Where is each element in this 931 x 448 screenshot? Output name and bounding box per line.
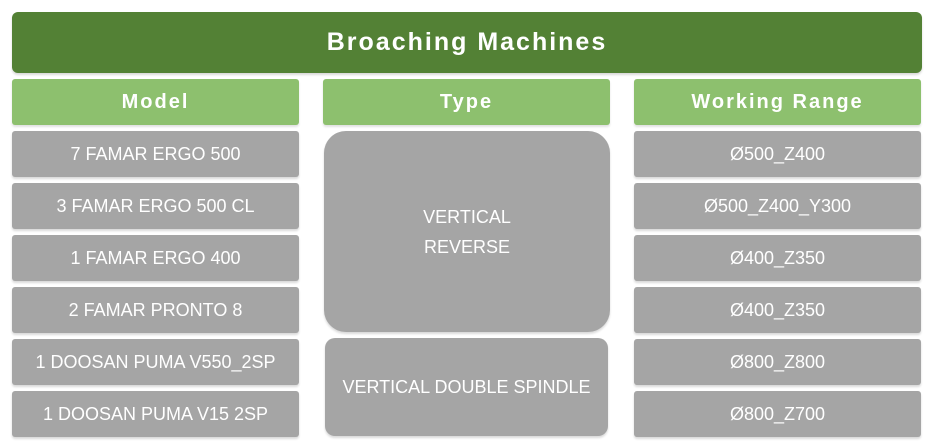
model-cell: 7 FAMAR ERGO 500: [12, 131, 299, 177]
working-range-header: Working Range: [634, 79, 921, 125]
range-cell: Ø400_Z350: [634, 235, 921, 281]
type-label-line: VERTICAL: [423, 206, 511, 227]
range-cell: Ø800_Z800: [634, 339, 921, 385]
type-cell-vertical-reverse: VERTICAL REVERSE: [324, 131, 610, 332]
model-cell: 1 DOOSAN PUMA V15 2SP: [12, 391, 299, 437]
type-header: Type: [323, 79, 610, 125]
model-cell: 1 FAMAR ERGO 400: [12, 235, 299, 281]
range-cell: Ø800_Z700: [634, 391, 921, 437]
model-cell: 2 FAMAR PRONTO 8: [12, 287, 299, 333]
table-title: Broaching Machines: [12, 12, 922, 73]
range-cell: Ø500_Z400_Y300: [634, 183, 921, 229]
model-cell: 3 FAMAR ERGO 500 CL: [12, 183, 299, 229]
range-cell: Ø500_Z400: [634, 131, 921, 177]
model-cell: 1 DOOSAN PUMA V550_2SP: [12, 339, 299, 385]
type-label: VERTICAL DOUBLE SPINDLE: [342, 377, 591, 397]
model-header: Model: [12, 79, 299, 125]
type-label-line: REVERSE: [423, 236, 510, 257]
range-cell: Ø400_Z350: [634, 287, 921, 333]
type-cell-vertical-double-spindle: VERTICAL DOUBLE SPINDLE: [325, 338, 608, 436]
